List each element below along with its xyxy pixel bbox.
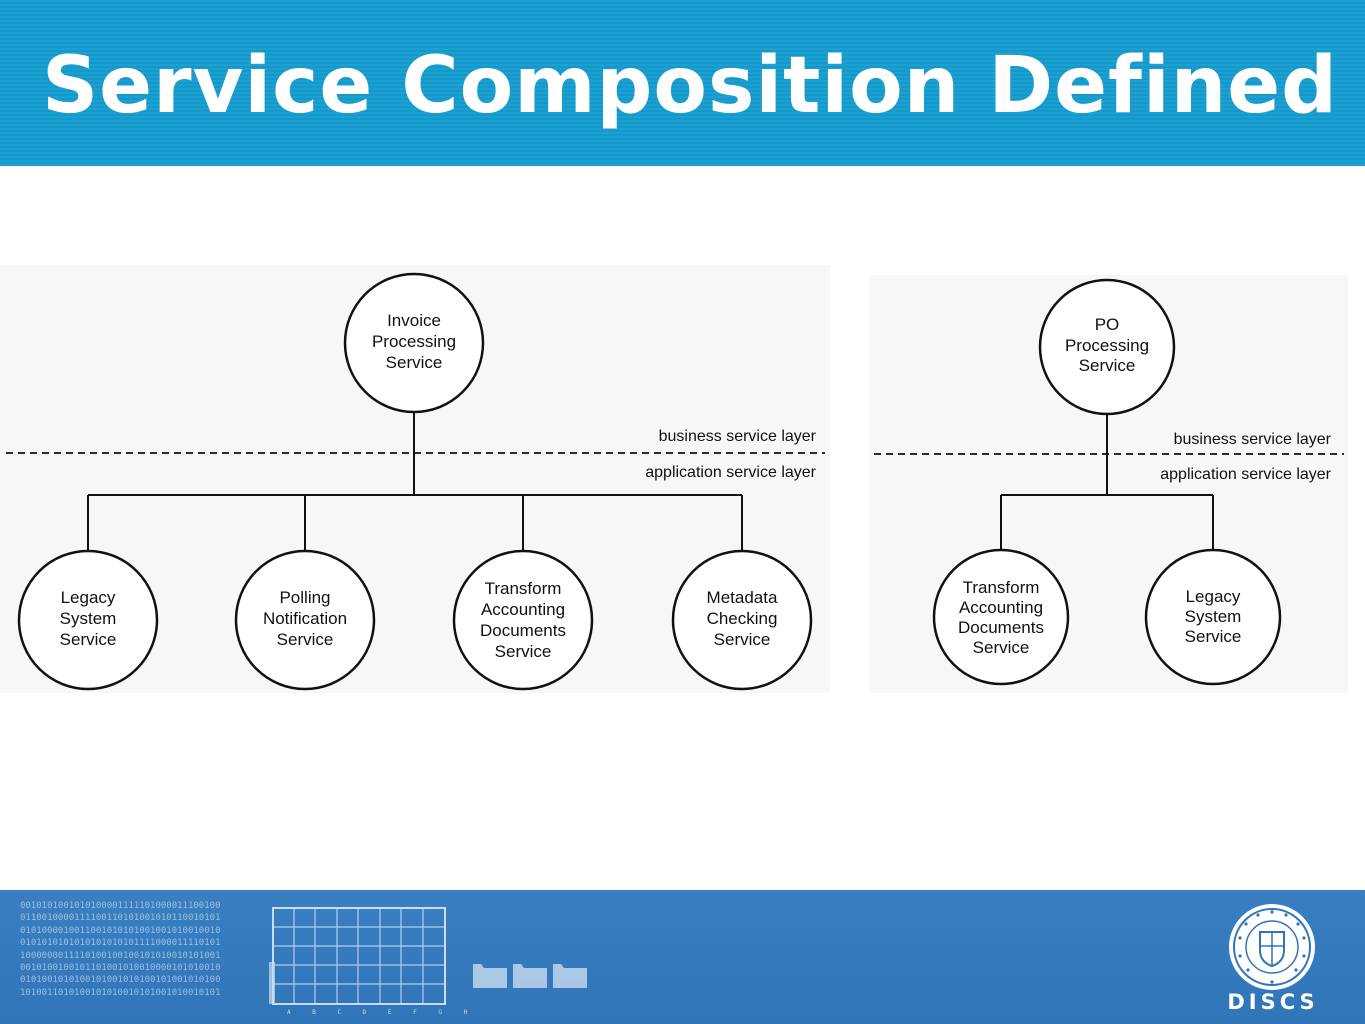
svg-text:System: System — [1185, 607, 1242, 626]
title-bar: Service Composition Defined — [0, 0, 1365, 166]
svg-text:Transform: Transform — [963, 578, 1040, 597]
slide-title: Service Composition Defined — [42, 41, 1338, 131]
svg-text:Polling: Polling — [279, 588, 330, 607]
binary-pattern: 0010101001010100001111101000011100100 01… — [20, 901, 221, 998]
svg-text:Service: Service — [386, 353, 443, 372]
svg-text:Service: Service — [1185, 627, 1242, 646]
legacy-system-service-node: Legacy System Service — [17, 549, 159, 691]
svg-text:Service: Service — [714, 630, 771, 649]
invoice-processing-service-node: Invoice Processing Service — [343, 272, 485, 414]
svg-text:Documents: Documents — [480, 621, 566, 640]
svg-text:Legacy: Legacy — [61, 588, 116, 607]
right-diagram-panel: business service layer application servi… — [870, 275, 1348, 693]
svg-text:Service: Service — [60, 630, 117, 649]
left-diagram-panel: business service layer application servi… — [0, 265, 830, 693]
polling-notification-service-node: Polling Notification Service — [234, 549, 376, 691]
right-business-layer-label: business service layer — [1174, 431, 1332, 448]
svg-text:Service: Service — [973, 638, 1030, 657]
transform-accounting-documents-service-node: Transform Accounting Documents Service — [932, 548, 1070, 686]
metadata-checking-service-node: Metadata Checking Service — [671, 549, 813, 691]
footer-bar: 0010101001010100001111101000011100100 01… — [0, 890, 1365, 1024]
right-application-layer-label: application service layer — [1160, 466, 1331, 483]
discs-label: DISCS — [1227, 990, 1319, 1014]
left-diagram: business service layer application servi… — [6, 272, 825, 691]
svg-text:Documents: Documents — [958, 618, 1044, 637]
svg-text:Processing: Processing — [1065, 336, 1149, 355]
right-diagram: business service layer application servi… — [874, 278, 1344, 686]
svg-text:A B C D E F G H: A B C D E F G H — [287, 1009, 476, 1016]
svg-text:Processing: Processing — [372, 332, 456, 351]
ateneo-seal-icon — [1229, 904, 1315, 990]
po-processing-service-node: PO Processing Service — [1038, 278, 1176, 416]
transform-accounting-documents-service-node: Transform Accounting Documents Service — [452, 549, 594, 691]
svg-text:Service: Service — [495, 642, 552, 661]
svg-text:System: System — [60, 609, 117, 628]
svg-text:PO: PO — [1095, 315, 1120, 334]
left-business-layer-label: business service layer — [659, 428, 817, 445]
left-application-layer-label: application service layer — [645, 464, 816, 481]
svg-text:Service: Service — [277, 630, 334, 649]
svg-text:Service: Service — [1079, 356, 1136, 375]
svg-text:Transform: Transform — [485, 579, 562, 598]
svg-text:Invoice: Invoice — [387, 311, 441, 330]
svg-text:Notification: Notification — [263, 609, 347, 628]
svg-text:Metadata: Metadata — [707, 588, 778, 607]
svg-text:Accounting: Accounting — [959, 598, 1043, 617]
svg-text:Legacy: Legacy — [1186, 587, 1241, 606]
legacy-system-service-node: Legacy System Service — [1144, 548, 1282, 686]
svg-text:Checking: Checking — [707, 609, 778, 628]
grid-chart-graphic: A B C D E F G H — [269, 907, 587, 1016]
svg-text:Accounting: Accounting — [481, 600, 565, 619]
